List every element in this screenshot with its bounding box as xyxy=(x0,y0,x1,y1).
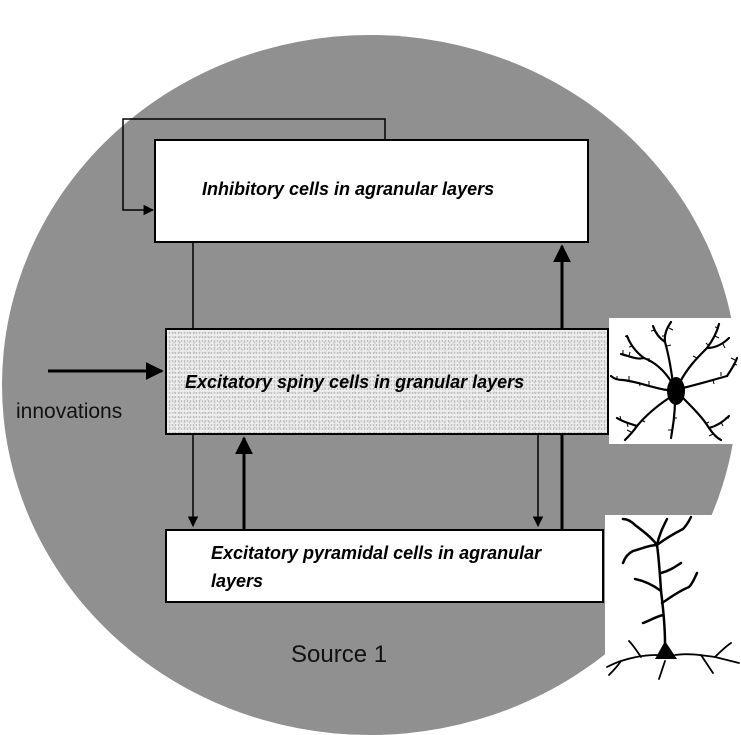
spiny-neuron-icon xyxy=(609,320,739,442)
pyramidal-cells-box: Excitatory pyramidal cells in agranular … xyxy=(165,529,604,603)
pyramidal-neuron-icon xyxy=(606,515,740,680)
innovations-label: innovations xyxy=(16,400,123,423)
pyramidal-neuron-illustration xyxy=(605,515,741,680)
self-inhibition-loop xyxy=(122,118,386,216)
inhibitory-cells-box: Inhibitory cells in agranular layers xyxy=(154,139,589,243)
spiny-cells-box: Excitatory spiny cells in granular layer… xyxy=(165,328,609,435)
spiny-cells-label: Excitatory spiny cells in granular layer… xyxy=(185,372,525,392)
source-label: Source 1 xyxy=(291,641,388,668)
inhibitory-cells-label: Inhibitory cells in agranular layers xyxy=(202,179,495,199)
pyramidal-cells-label: Excitatory pyramidal cells in agranular … xyxy=(211,543,542,591)
spiny-neuron-illustration xyxy=(609,318,741,444)
